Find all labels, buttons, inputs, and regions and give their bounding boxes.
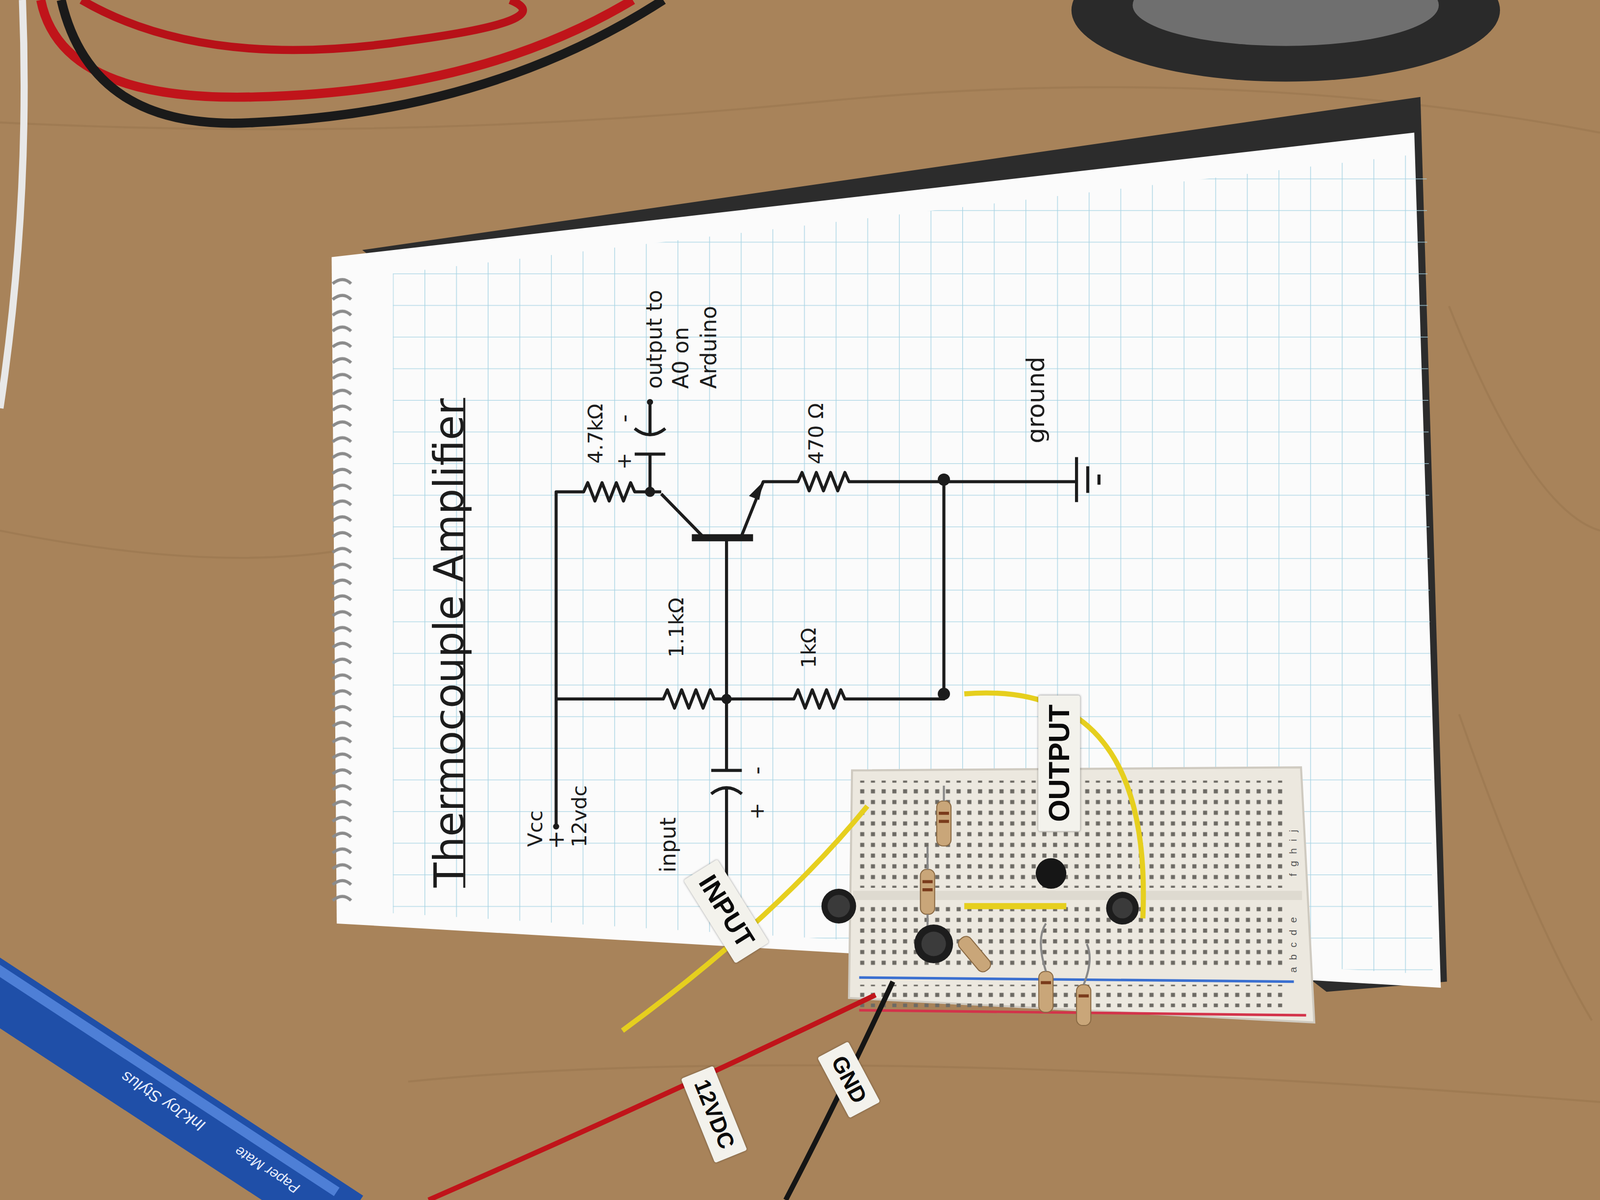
tape-label: OUTPUT	[1038, 695, 1080, 832]
row-letters: a b c d e	[1287, 915, 1301, 973]
collector-lead	[661, 494, 704, 539]
jumper-wire	[964, 902, 1067, 909]
polarity-mark: +	[611, 452, 638, 470]
spiral-binding	[328, 275, 355, 909]
breadboard-holes	[859, 984, 1288, 1008]
resistor-symbol	[740, 472, 1077, 538]
notebook-cover	[362, 97, 1448, 993]
base-lead	[725, 537, 728, 700]
breadboard	[849, 767, 1315, 1023]
resistor-value: 1.1kΩ	[663, 597, 690, 658]
wood-grain	[0, 87, 1600, 1102]
polarity-mark: -	[743, 766, 772, 775]
capacitor-symbol	[711, 699, 742, 880]
pen-highlight	[0, 964, 337, 1192]
resistor-symbol	[726, 479, 944, 708]
power-wire	[428, 995, 876, 1200]
input-wire	[622, 805, 868, 1031]
row-letters: f g h i j	[1287, 827, 1301, 877]
ground-symbol	[1076, 457, 1100, 503]
rail-line	[859, 977, 1295, 982]
resistor-value: 4.7kΩ	[583, 403, 609, 464]
input-label: input	[654, 817, 682, 873]
black-cable	[61, 0, 664, 124]
round-object	[1132, 0, 1439, 47]
red-cable	[40, 0, 633, 98]
supply-label: 12vdc	[566, 785, 593, 848]
emitter-arrow	[749, 481, 764, 500]
resistor-symbol	[555, 689, 727, 708]
red-cable	[81, 0, 524, 50]
notebook-page	[331, 132, 1442, 988]
polarity-mark: -	[610, 414, 639, 423]
resistor-value: 470 Ω	[803, 402, 829, 465]
capacitor-symbol	[634, 403, 666, 492]
polarity-mark: +	[744, 802, 771, 820]
resistor-symbol	[555, 482, 661, 827]
round-object	[1071, 0, 1500, 82]
title-text: Thermocouple Amplifier	[423, 398, 475, 888]
white-cable	[0, 0, 25, 409]
output-wire	[964, 693, 1144, 919]
ground-wire	[785, 981, 894, 1200]
polarity-mark: +	[542, 830, 571, 850]
resistor-value: 1kΩ	[796, 627, 823, 669]
graph-grid	[392, 152, 1433, 975]
ground-label: ground	[1020, 356, 1051, 444]
breadboard-components	[821, 785, 1139, 1026]
output-note: output to A0 on Arduino	[641, 274, 723, 389]
